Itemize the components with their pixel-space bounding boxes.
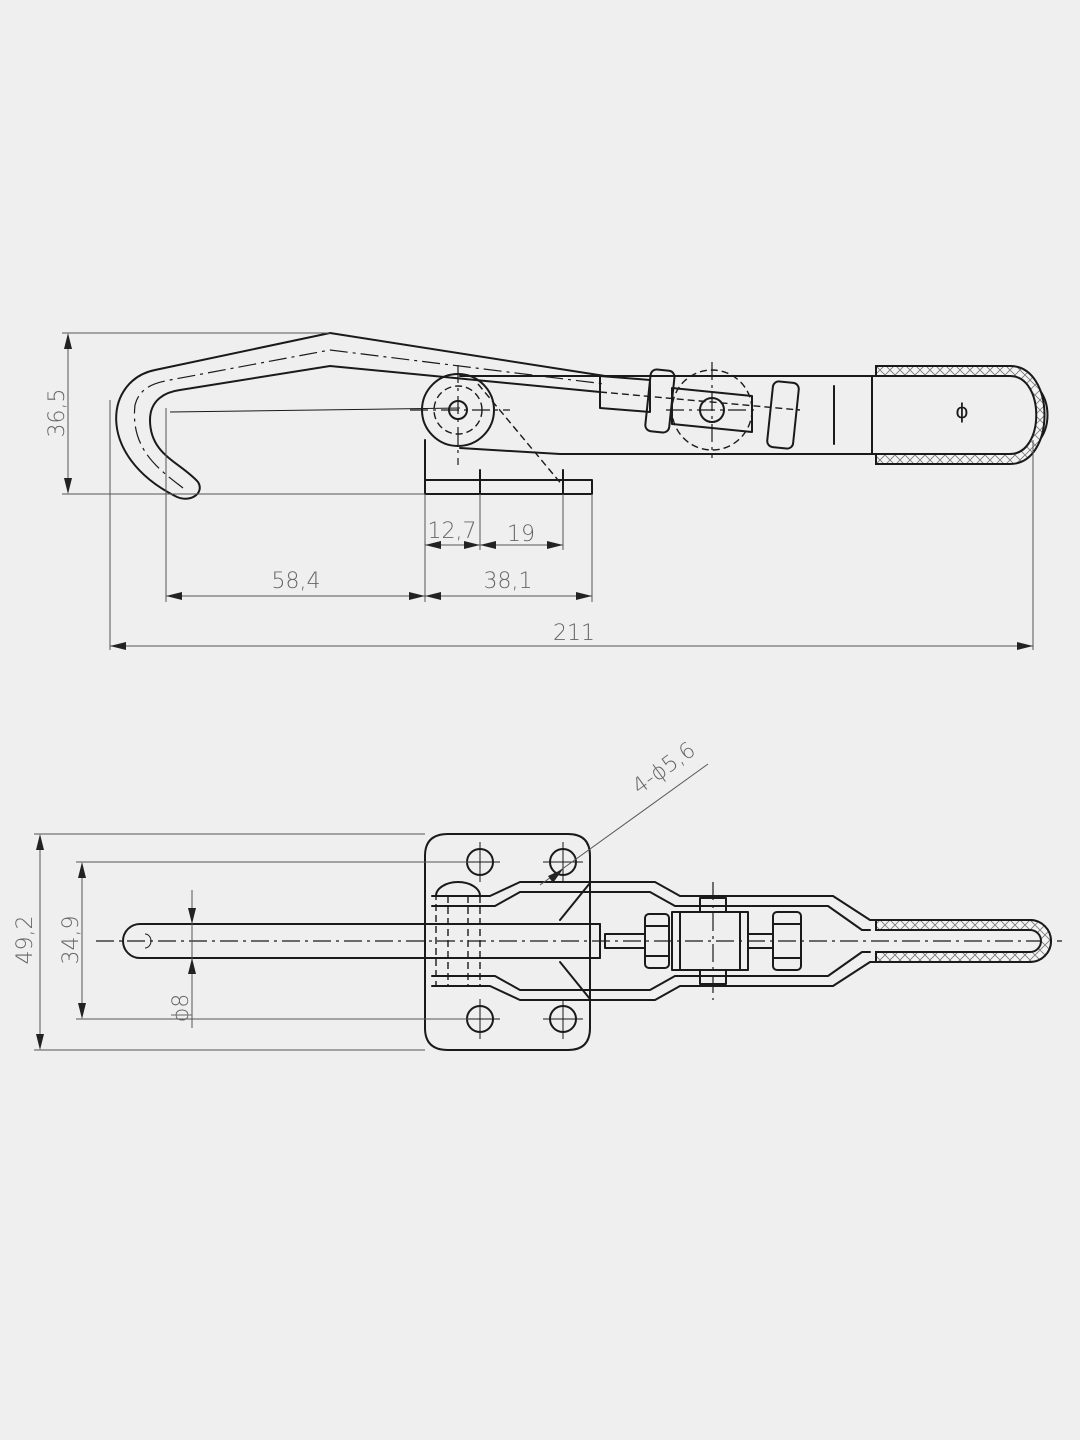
top-dimensions: 49,2 34,9 ɸ8 4-ɸ5,6 xyxy=(13,738,709,1051)
handle-mark: ɸ xyxy=(955,399,968,423)
dim-total-label: 211 xyxy=(553,621,595,646)
lever-frame xyxy=(431,881,1052,1001)
dim-58-4-label: 58,4 xyxy=(272,569,321,594)
side-view: ɸ 36,5 12,7 19 xyxy=(45,332,1049,650)
hook-rod xyxy=(96,923,1062,959)
dim-width-label: 49,2 xyxy=(13,916,38,965)
dim-holes-label: 4-ɸ5,6 xyxy=(628,738,700,800)
dim-12-7-label: 12,7 xyxy=(428,519,477,544)
hook-latch xyxy=(115,332,606,500)
side-dimensions: 36,5 12,7 19 58,4 38,1 211 xyxy=(45,332,1034,650)
dim-38-1-label: 38,1 xyxy=(484,569,533,594)
lever-body: ɸ xyxy=(410,362,1049,495)
dim-rod-label: ɸ8 xyxy=(169,994,194,1023)
top-view: 49,2 34,9 ɸ8 4-ɸ5,6 xyxy=(13,738,1062,1051)
dim-19-label: 19 xyxy=(507,522,535,547)
dim-height-label: 36,5 xyxy=(45,389,70,438)
dim-pitch-label: 34,9 xyxy=(59,916,84,965)
